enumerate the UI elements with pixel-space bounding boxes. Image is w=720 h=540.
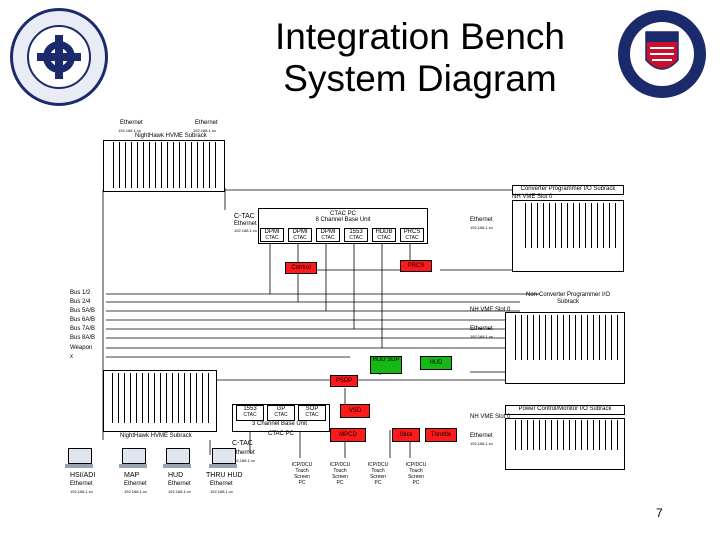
pc-name-hsi-adi: HSI/ADI xyxy=(70,472,96,479)
top-nh-label: NightHawk HVME Subrack xyxy=(135,133,207,139)
thru-hud-pc-icon xyxy=(212,448,236,464)
prcs-box: PRCS xyxy=(400,260,432,272)
map-pc-base xyxy=(119,464,147,468)
bus-label-8: x xyxy=(70,354,73,360)
converter-nh-slot: NH VME Slot 0 xyxy=(512,194,553,200)
bottom-ctac-base: 3 Channel Base Unit xyxy=(252,421,308,427)
bus-label-5: Bus 7A/B xyxy=(70,326,96,332)
bus-label-2: Bus 2/4 xyxy=(70,299,91,305)
bus-label-3: Bus 5A/B xyxy=(70,308,96,314)
ctac-8ch-unit: CTAC PC 8 Channel Base Unit xyxy=(258,208,428,244)
bus-label-6: Bus 8A/B xyxy=(70,335,96,341)
bus-label-1: Bus 1/2 xyxy=(70,290,91,296)
pc-name-thru-hud: THRU HUD xyxy=(206,472,243,479)
top-eth2-label: Ethernet xyxy=(195,120,218,126)
nonconv-slots xyxy=(510,315,618,360)
bottom-ctac-label: C-TAC xyxy=(232,440,253,447)
pc-ip-map: 192.168.1.xx xyxy=(124,489,147,494)
converter-slots xyxy=(520,203,618,248)
ctac-title: CTAC PC xyxy=(330,211,356,217)
page-number: 7 xyxy=(656,506,663,520)
warner-robins-shield-logo xyxy=(616,8,708,100)
converter-eth: Ethernet xyxy=(470,217,493,223)
bottom-nh-label: NightHawk HVME Subrack xyxy=(120,433,192,439)
top-eth1-ip: 192.168.1.xx xyxy=(118,128,141,133)
hud-pc-icon xyxy=(166,448,190,464)
nonconv-eth: Ethernet xyxy=(470,326,493,332)
hud-sdp-box: HUD SDP xyxy=(370,356,402,374)
nonconv-ip: 192.168.1.xx xyxy=(470,334,493,339)
top-eth1-label: Ethernet xyxy=(120,120,143,126)
title-line-1: Integration Bench xyxy=(274,16,566,57)
throttle-box: Throttle xyxy=(425,428,457,442)
bottom-ctac-eth: Ethernet xyxy=(232,450,255,456)
map-pc-icon xyxy=(122,448,146,464)
power-slots xyxy=(510,420,618,450)
pc-eth-thru-hud: Ethernet xyxy=(210,481,233,487)
pc-ip-thru-hud: 192.168.1.xx xyxy=(210,489,233,494)
nonconv-subrack-title: Non-Converter Programmer I/O Subrack xyxy=(525,292,611,305)
top-eth2-ip: 192.168.1.xx xyxy=(193,128,216,133)
bottom-ctac-ip: 192.168.1.xx xyxy=(232,458,255,463)
ctac-eth: Ethernet xyxy=(234,221,257,227)
vsd-box: VSD xyxy=(340,404,370,418)
hud-pc-base xyxy=(163,464,191,468)
pc-ip-hud: 192.168.1.xx xyxy=(168,489,191,494)
hsi-adi-pc-base xyxy=(65,464,93,468)
pc-name-map: MAP xyxy=(124,472,140,479)
ctac-label: C-TAC xyxy=(234,213,255,220)
directorate-seal-logo xyxy=(10,8,108,106)
thru-hud-pc-base xyxy=(209,464,237,468)
converter-ip: 192.168.1.xx xyxy=(470,225,493,230)
power-eth: Ethernet xyxy=(470,433,493,439)
control-box: Control xyxy=(285,262,317,274)
ctac-ip: 192.168.1.xx xyxy=(234,228,257,233)
pc-eth-hsi-adi: Ethernet xyxy=(70,481,93,487)
pc-eth-hud: Ethernet xyxy=(168,481,191,487)
nonconv-nh-slot: NH VME Slot 0 xyxy=(470,307,511,313)
bottom-ctac-title: CTAC PC xyxy=(268,431,294,437)
stick-box: Stick xyxy=(392,428,420,442)
mpcd-box: MPCD xyxy=(330,428,366,442)
pc-ip-hsi-adi: 192.168.1.xx xyxy=(70,489,93,494)
bus-label-7: Weapon xyxy=(70,345,93,351)
hsi-adi-pc-icon xyxy=(68,448,92,464)
pc-name-hud: HUD xyxy=(168,472,184,479)
power-ip: 192.168.1.xx xyxy=(470,441,493,446)
page-title: Integration Bench System Diagram xyxy=(250,16,590,100)
pc-eth-map: Ethernet xyxy=(124,481,147,487)
bus-label-4: Bus 6A/B xyxy=(70,317,96,323)
bottom-rack-slots xyxy=(107,373,211,423)
converter-subrack-title: Converter Programmer I/O Subrack xyxy=(512,185,624,195)
top-rack-slots xyxy=(108,142,220,188)
title-line-2: System Diagram xyxy=(283,58,557,99)
hud-box: HUD xyxy=(420,356,452,370)
psdp-box: PSDP xyxy=(330,375,358,387)
power-subrack-title: Power Control/Monitor I/O Subrack xyxy=(505,405,625,415)
ctac-subtitle: 8 Channel Base Unit xyxy=(315,217,371,223)
power-nh-slot: NH VME Slot 0 xyxy=(470,414,511,420)
